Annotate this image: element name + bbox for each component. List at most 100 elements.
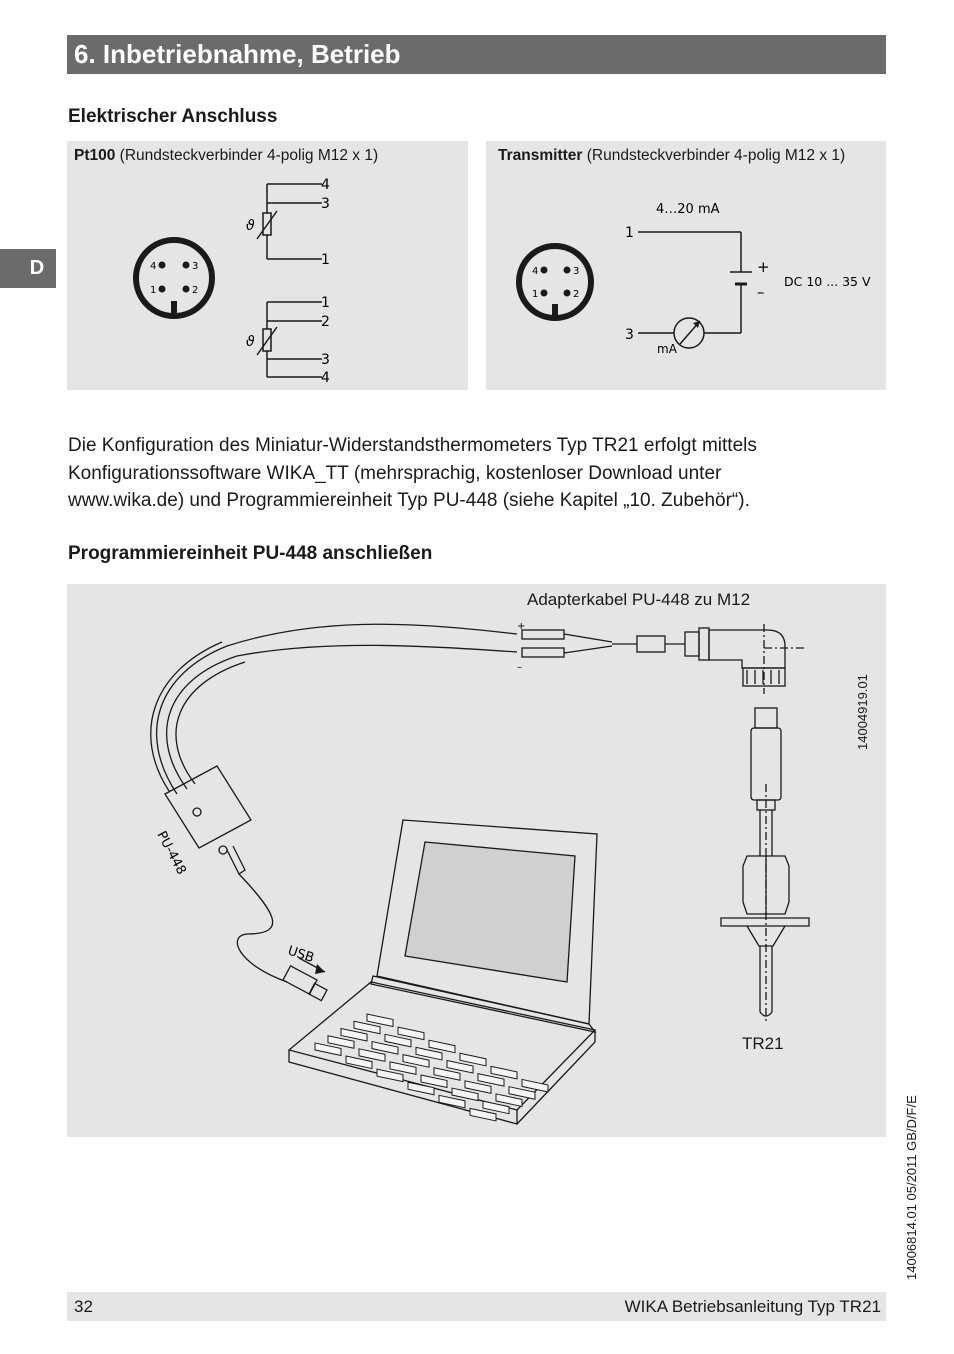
transmitter-terminal-3: 3	[625, 327, 634, 343]
cable-plus	[155, 623, 518, 795]
programming-heading: Programmiereinheit PU-448 anschließen	[68, 543, 433, 564]
pt100-terminal-1b: 1	[321, 295, 330, 311]
language-tab: D	[0, 249, 56, 288]
keyboard-key	[366, 1013, 394, 1028]
cable-minus	[165, 644, 518, 790]
pt100-terminal-1a: 1	[321, 252, 330, 268]
laptop-keyboard	[314, 1013, 549, 1122]
pt100-terminal-4b: 4	[321, 370, 330, 386]
keyboard-key	[340, 1027, 368, 1042]
keyboard-key	[376, 1068, 404, 1083]
transmitter-plus: +	[757, 258, 770, 276]
pt100-name: Pt100	[74, 147, 116, 164]
keyboard-key	[345, 1055, 373, 1070]
keyboard-key	[420, 1074, 448, 1089]
paragraph-line-3: www.wika.de) und Programmiereinheit Typ …	[68, 490, 750, 511]
electrical-heading: Elektrischer Anschluss	[68, 106, 278, 127]
transmitter-terminal-1: 1	[625, 225, 634, 241]
pu448-label: PU-448	[153, 829, 188, 877]
pt100-terminal-3b: 3	[321, 352, 330, 368]
keyboard-key	[477, 1072, 505, 1087]
pt100-pin-1: 1	[150, 285, 156, 296]
keyboard-key	[469, 1107, 497, 1122]
pt100-lower-circuit	[256, 301, 322, 378]
transmitter-meter-unit: mA	[657, 342, 678, 356]
keyboard-key	[428, 1039, 456, 1054]
banana-plug-minus	[521, 647, 565, 658]
keyboard-key	[464, 1080, 492, 1094]
pt100-pin-3: 3	[192, 261, 198, 272]
pt100-caption-text: (Rundsteckverbinder 4-polig M12 x 1)	[115, 147, 379, 164]
programming-illustration-panel: Adapterkabel PU-448 zu M12 TR21 14004919…	[67, 584, 886, 1137]
transmitter-pin-2: 2	[573, 289, 579, 300]
adapter-cable-label: Adapterkabel PU-448 zu M12	[527, 590, 751, 609]
tr21-hex	[742, 855, 790, 915]
keyboard-key	[459, 1052, 487, 1067]
pt100-terminal-3a: 3	[321, 196, 330, 212]
transmitter-loop-circuit	[638, 231, 752, 349]
pt100-pin-4: 4	[150, 261, 156, 272]
transmitter-connector-icon: 4 3 1 2	[516, 243, 594, 321]
footer-title: WIKA Betriebsanleitung Typ TR21	[624, 1297, 881, 1316]
transmitter-caption: Transmitter (Rundsteckverbinder 4-polig …	[498, 147, 845, 165]
keyboard-key	[397, 1026, 425, 1041]
paragraph-line-1: Die Konfiguration des Miniatur-Widerstan…	[68, 435, 757, 456]
keyboard-key	[482, 1100, 510, 1115]
transmitter-supply: DC 10 ... 35 V	[784, 274, 871, 289]
pt100-terminal-4a: 4	[321, 177, 330, 193]
plus-sign: +	[517, 621, 525, 632]
tr21-connector	[754, 707, 778, 729]
keyboard-key	[384, 1033, 412, 1048]
keyboard-key	[353, 1020, 381, 1035]
pt100-wiring-diagram: 4 3 1 2 ϑ 4 3 1 ϑ	[133, 177, 330, 386]
section-title: 6. Inbetriebnahme, Betrieb	[67, 35, 886, 74]
usb-label: USB	[286, 944, 316, 967]
keyboard-key	[446, 1059, 474, 1074]
transmitter-caption-text: (Rundsteckverbinder 4-polig M12 x 1)	[582, 147, 846, 164]
pt100-pin-2: 2	[192, 285, 198, 296]
keyboard-key	[451, 1087, 479, 1102]
meter-arrow-icon	[693, 321, 700, 328]
keyboard-key	[327, 1035, 355, 1049]
pt100-upper-circuit	[256, 183, 322, 260]
keyboard-key	[415, 1046, 443, 1061]
transmitter-wiring-diagram: 4 3 1 2 4…20 mA 1 3 + – DC 10 ... 35 V m…	[516, 202, 871, 356]
m12-nut	[684, 631, 700, 657]
keyboard-key	[407, 1081, 435, 1096]
usb-cable	[236, 873, 288, 983]
paragraph-line-2: Konfigurationssoftware WIKA_TT (mehrspra…	[68, 462, 722, 484]
pt100-terminal-2b: 2	[321, 314, 330, 330]
pt100-caption: Pt100 (Rundsteckverbinder 4-polig M12 x …	[74, 147, 378, 165]
programming-setup-drawing: + – PU-448 USB	[150, 621, 810, 1125]
transmitter-pin-1: 1	[532, 289, 538, 300]
tr21-label: TR21	[742, 1034, 784, 1053]
keyboard-key	[389, 1061, 417, 1076]
keyboard-key	[433, 1067, 461, 1081]
keyboard-key	[402, 1054, 430, 1068]
keyboard-key	[490, 1065, 518, 1080]
minus-sign: –	[517, 662, 522, 673]
page-footer: 32 WIKA Betriebsanleitung Typ TR21	[67, 1292, 886, 1321]
tr21-flange	[720, 917, 810, 927]
pt100-panel: Pt100 (Rundsteckverbinder 4-polig M12 x …	[67, 141, 468, 390]
keyboard-key	[521, 1078, 549, 1093]
pt100-theta-symbol-upper: ϑ	[246, 218, 255, 234]
configuration-paragraph: Die Konfiguration des Miniatur-Widerstan…	[68, 432, 858, 515]
banana-plug-plus	[521, 629, 565, 640]
pu448-box	[164, 765, 252, 849]
pt100-connector-icon: 4 3 1 2	[133, 237, 215, 319]
keyboard-key	[371, 1040, 399, 1055]
transmitter-pin-3: 3	[573, 266, 579, 277]
keyboard-key	[495, 1093, 523, 1108]
keyboard-key	[508, 1086, 536, 1100]
laptop-display	[404, 841, 576, 983]
page-number: 32	[74, 1297, 93, 1316]
transmitter-panel: Transmitter (Rundsteckverbinder 4-polig …	[486, 141, 886, 390]
transmitter-current-range: 4…20 mA	[656, 202, 720, 217]
keyboard-key	[358, 1048, 386, 1062]
transmitter-minus: –	[757, 283, 765, 301]
transmitter-pin-4: 4	[532, 266, 538, 277]
keyboard-key	[314, 1042, 342, 1057]
keyboard-key	[438, 1094, 466, 1109]
pt100-theta-symbol-lower: ϑ	[246, 334, 255, 350]
